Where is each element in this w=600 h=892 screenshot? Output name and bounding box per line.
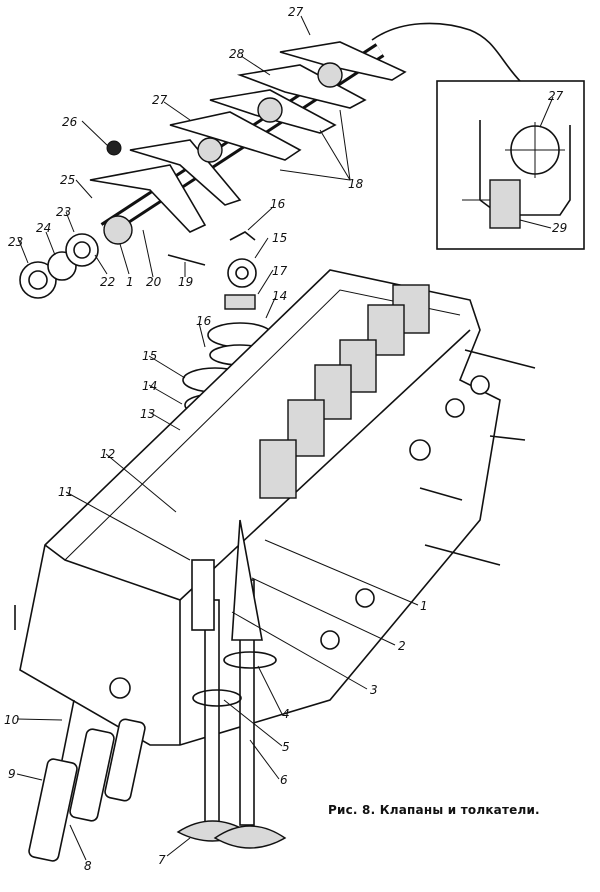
figure-caption: Рис. 8. Клапаны и толкатели. <box>328 803 540 817</box>
callout-7: 7 <box>158 853 166 867</box>
callout-27-inset: 27 <box>548 89 564 103</box>
callout-1-right: 1 <box>420 599 428 613</box>
cylinder-head <box>14 269 536 746</box>
callout-14-top: 14 <box>272 289 287 303</box>
callout-20: 20 <box>146 275 162 289</box>
callout-14-mid: 14 <box>142 379 157 393</box>
callout-24: 24 <box>36 221 51 235</box>
callout-15-top: 15 <box>272 231 287 245</box>
callout-22: 22 <box>100 275 115 289</box>
callout-3: 3 <box>370 683 378 697</box>
rocker-shaft-assembly <box>89 41 407 245</box>
callout-5: 5 <box>282 740 290 754</box>
callout-9: 9 <box>8 767 16 781</box>
callout-27-top: 27 <box>288 5 304 19</box>
callout-15-mid: 15 <box>142 349 157 363</box>
callout-26: 26 <box>62 115 78 129</box>
callout-19: 19 <box>178 275 193 289</box>
leader-lines <box>16 15 554 861</box>
callout-labels: 27 28 27 26 25 23 24 23 22 1 20 19 18 16… <box>4 5 567 873</box>
callout-10: 10 <box>4 713 20 727</box>
callout-18: 18 <box>348 177 364 191</box>
callout-23-left: 23 <box>8 235 23 249</box>
inset-detail <box>371 22 585 250</box>
callout-28: 28 <box>229 47 245 61</box>
callout-16-mid: 16 <box>196 314 212 328</box>
tappets <box>28 699 146 862</box>
callout-4: 4 <box>282 707 290 721</box>
callout-6: 6 <box>280 773 288 787</box>
callout-25: 25 <box>60 173 75 187</box>
callout-2: 2 <box>398 639 406 653</box>
callout-27-mid: 27 <box>152 93 168 107</box>
callout-29: 29 <box>552 221 567 235</box>
callout-12: 12 <box>100 447 115 461</box>
valves <box>176 519 287 849</box>
callout-1-top: 1 <box>126 275 134 289</box>
callout-17: 17 <box>272 264 288 278</box>
callout-8: 8 <box>84 859 92 873</box>
washers-and-nuts <box>19 140 257 310</box>
callout-13: 13 <box>140 407 155 421</box>
callout-11: 11 <box>58 485 73 499</box>
callout-16-top: 16 <box>270 197 286 211</box>
callout-23-top: 23 <box>56 205 71 219</box>
